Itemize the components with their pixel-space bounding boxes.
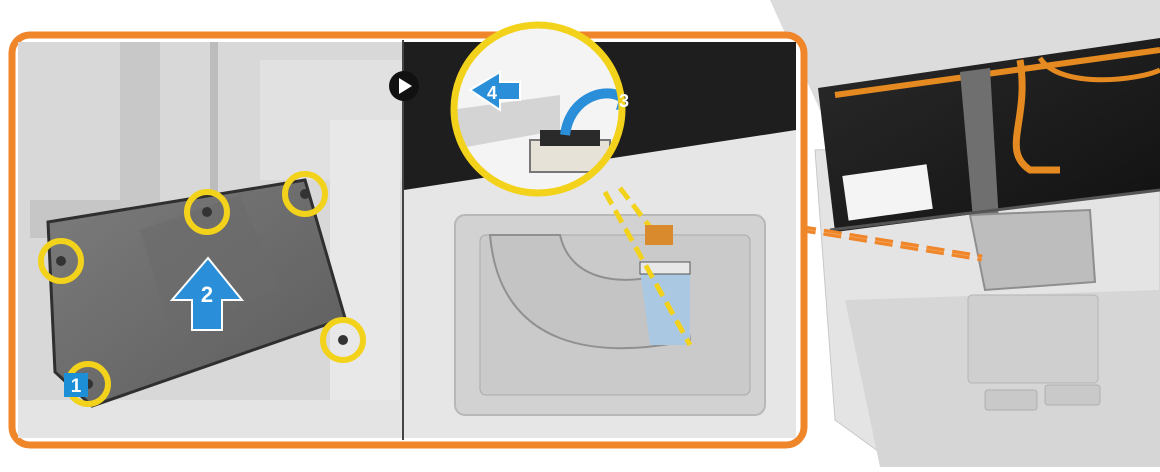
step-3-label: 3 [619,91,629,111]
play-circle-icon [389,71,419,101]
step-1-label: 1 [71,376,82,397]
step-4-label: 4 [487,83,497,103]
left-panel: 2 1 [18,42,420,438]
step-2-label: 2 [201,282,213,307]
